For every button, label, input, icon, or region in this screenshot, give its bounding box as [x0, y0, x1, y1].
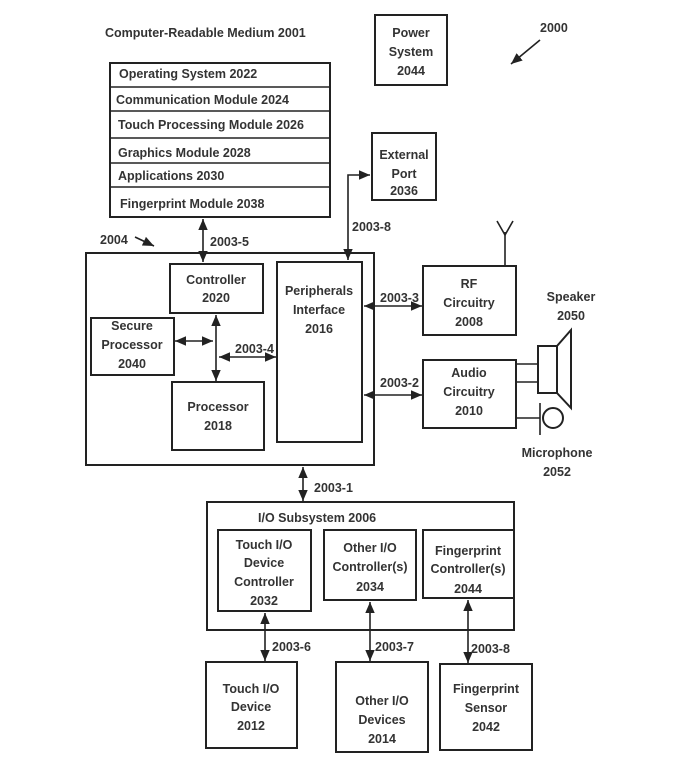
bus-label: 2003-8 [352, 220, 391, 234]
external-port-box [371, 132, 437, 201]
label: Processor [187, 400, 248, 414]
label: RF [461, 277, 478, 291]
label: Processor [101, 338, 162, 352]
system-label: 2004 [100, 233, 128, 247]
other-io-controller-box [323, 529, 417, 601]
label: Other I/O [355, 694, 409, 708]
controller-box [169, 263, 264, 314]
microphone-icon [516, 403, 564, 435]
label: 2012 [237, 719, 265, 733]
label: 2044 [454, 582, 482, 596]
touch-io-device-box [205, 661, 298, 749]
label: 2014 [368, 732, 396, 746]
label: Circuitry [443, 385, 494, 399]
crm-module: Fingerprint Module 2038 [120, 197, 265, 211]
fingerprint-sensor-box [439, 663, 533, 751]
label: Secure [111, 319, 153, 333]
crm-module: Applications 2030 [118, 169, 224, 183]
label: Peripherals [285, 284, 353, 298]
label: Touch I/O [236, 538, 293, 552]
crm-title: Computer-Readable Medium 2001 [105, 26, 306, 40]
bus-label: 2003-5 [210, 235, 249, 249]
label: 2042 [472, 720, 500, 734]
label: Sensor [465, 701, 508, 715]
label: 2036 [390, 184, 418, 198]
label: Circuitry [443, 296, 494, 310]
bus-label: 2003-4 [235, 342, 274, 356]
label: 2008 [455, 315, 483, 329]
power-system-box [374, 14, 448, 86]
bus-external-port [343, 170, 370, 260]
touch-io-controller-box [217, 529, 312, 612]
speaker-icon [516, 327, 572, 411]
label: 2018 [204, 419, 232, 433]
label: Fingerprint [435, 544, 502, 558]
label: External [379, 148, 428, 162]
other-io-devices-box [335, 661, 429, 753]
label: 2034 [356, 580, 384, 594]
system-box [85, 252, 375, 466]
label: 2052 [543, 465, 571, 479]
label: 2044 [397, 64, 425, 78]
label: Controller(s) [333, 560, 408, 574]
label: Power [392, 26, 430, 40]
label: Interface [293, 303, 345, 317]
label: 2050 [557, 309, 585, 323]
label: 2020 [202, 291, 230, 305]
figure-arrow [510, 39, 541, 65]
label: Device [231, 700, 271, 714]
label: 2016 [305, 322, 333, 336]
label: Fingerprint [453, 682, 520, 696]
crm-module: Touch Processing Module 2026 [118, 118, 304, 132]
crm-module: Communication Module 2024 [116, 93, 289, 107]
label: Microphone [522, 446, 593, 460]
bus-label: 2003-8 [471, 642, 510, 656]
label: 2040 [118, 357, 146, 371]
peripherals-interface-box [276, 261, 363, 443]
label: Other I/O [343, 541, 397, 555]
bus-label: 2003-3 [380, 291, 419, 305]
label: Audio [451, 366, 487, 380]
crm-stack [109, 62, 331, 218]
secure-processor-box [90, 317, 175, 376]
fingerprint-controller-box [422, 529, 515, 599]
label: Controller [234, 575, 294, 589]
io-title: I/O Subsystem 2006 [258, 511, 376, 525]
bus-label: 2003-7 [375, 640, 414, 654]
processor-box [171, 381, 265, 451]
bus-label: 2003-6 [272, 640, 311, 654]
figure-number: 2000 [540, 21, 568, 35]
label: Device [244, 556, 284, 570]
label: System [389, 45, 433, 59]
antenna-icon [496, 220, 514, 266]
crm-module: Operating System 2022 [119, 67, 257, 81]
label: Touch I/O [223, 682, 280, 696]
label: Devices [358, 713, 405, 727]
bus-label: 2003-2 [380, 376, 419, 390]
crm-module: Graphics Module 2028 [118, 146, 251, 160]
label: Port [392, 167, 418, 181]
system-arrow [134, 236, 155, 247]
rf-circuitry-box [422, 265, 517, 336]
label: 2010 [455, 404, 483, 418]
label: 2032 [250, 594, 278, 608]
label: Speaker [547, 290, 596, 304]
bus-label: 2003-1 [314, 481, 353, 495]
label: Controller [186, 273, 246, 287]
audio-circuitry-box [422, 359, 517, 429]
label: Controller(s) [431, 562, 506, 576]
